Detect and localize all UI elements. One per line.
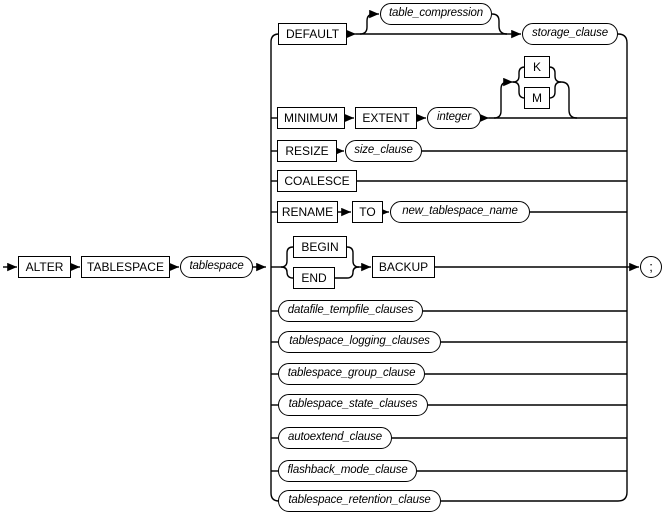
clause-flashback-mode-clause: flashback_mode_clause: [278, 460, 417, 482]
keyword-minimum: MINIMUM: [277, 107, 345, 129]
keyword-k: K: [524, 56, 550, 78]
railroad-paths: [3, 9, 639, 502]
keyword-begin: BEGIN: [293, 236, 347, 258]
keyword-end: END: [293, 267, 335, 289]
keyword-coalesce: COALESCE: [277, 170, 357, 192]
keyword-to: TO: [352, 201, 383, 223]
keyword-backup: BACKUP: [372, 256, 435, 278]
keyword-default: DEFAULT: [278, 23, 347, 45]
keyword-rename: RENAME: [277, 201, 338, 223]
clause-size-clause: size_clause: [345, 140, 422, 162]
param-integer: integer: [427, 107, 481, 129]
terminator-semicolon: ;: [640, 256, 662, 278]
clause-tablespace-logging-clauses: tablespace_logging_clauses: [278, 331, 441, 353]
param-new-tablespace-name: new_tablespace_name: [390, 201, 530, 223]
clause-tablespace-group-clause: tablespace_group_clause: [278, 363, 425, 385]
param-tablespace: tablespace: [180, 256, 253, 278]
clause-autoextend-clause: autoextend_clause: [278, 427, 392, 449]
clause-table-compression: table_compression: [380, 3, 492, 25]
keyword-extent: EXTENT: [355, 107, 417, 129]
keyword-resize: RESIZE: [277, 140, 337, 162]
keyword-m: M: [524, 87, 550, 109]
keyword-alter: ALTER: [18, 256, 71, 278]
clause-tablespace-state-clauses: tablespace_state_clauses: [278, 394, 428, 416]
keyword-tablespace: TABLESPACE: [81, 256, 170, 278]
clause-datafile-tempfile-clauses: datafile_tempfile_clauses: [278, 300, 423, 322]
clause-storage-clause: storage_clause: [522, 23, 618, 45]
clause-tablespace-retention-clause: tablespace_retention_clause: [278, 490, 441, 512]
